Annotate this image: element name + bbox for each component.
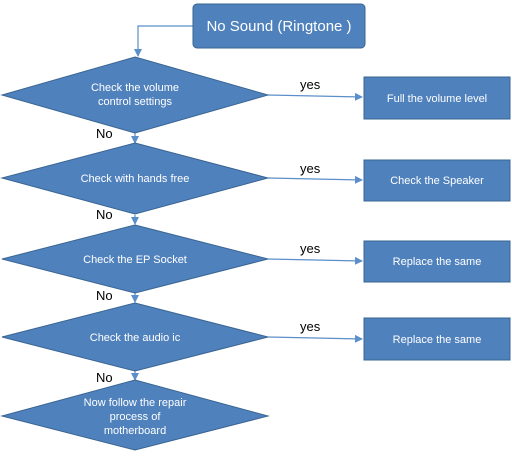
- yes-label-1: yes: [300, 77, 321, 92]
- decision-audio-ic: [1, 302, 269, 372]
- yes-label-2: yes: [300, 161, 321, 176]
- no-label-3: No: [96, 288, 113, 303]
- action-replace-1: [363, 240, 511, 283]
- decision-volume-settings-line-1: Check the volume: [91, 82, 179, 94]
- no-label-4: No: [96, 370, 113, 385]
- yes-connector-1: [267, 92, 363, 101]
- action-check-speaker: [363, 159, 511, 202]
- no-label-1: No: [96, 126, 113, 141]
- decision-volume-settings: [0, 56, 270, 134]
- decision-audio-ic-label: Check the audio ic: [90, 332, 181, 344]
- yes-label-3: yes: [300, 241, 321, 256]
- no-label-2: No: [96, 207, 113, 222]
- action-full-volume-label: Full the volume level: [387, 93, 487, 105]
- start-node-label: No Sound (Ringtone ): [206, 18, 351, 35]
- action-check-speaker-label: Check the Speaker: [390, 175, 484, 187]
- decision-ep-socket: [1, 224, 269, 294]
- action-replace-2-label: Replace the same: [393, 334, 482, 346]
- final-step-line-1: Now follow the repair: [84, 397, 187, 409]
- start-connector: [134, 25, 193, 57]
- yes-connector-4: [267, 334, 363, 343]
- decision-ep-socket-label: Check the EP Socket: [83, 254, 187, 266]
- decision-volume-settings-line-2: control settings: [98, 96, 172, 108]
- action-replace-2: [363, 317, 511, 361]
- final-step-motherboard: [0, 379, 270, 451]
- action-replace-1-label: Replace the same: [393, 256, 482, 268]
- final-step-line-3: motherboard: [104, 425, 166, 437]
- start-node: [192, 3, 366, 49]
- yes-connector-2: [267, 175, 363, 184]
- final-step-line-2: process of: [110, 411, 162, 423]
- decision-hands-free: [0, 142, 270, 215]
- yes-label-4: yes: [300, 319, 321, 334]
- yes-connector-3: [267, 256, 363, 265]
- action-full-volume: [363, 76, 511, 120]
- decision-hands-free-label: Check with hands free: [81, 173, 190, 185]
